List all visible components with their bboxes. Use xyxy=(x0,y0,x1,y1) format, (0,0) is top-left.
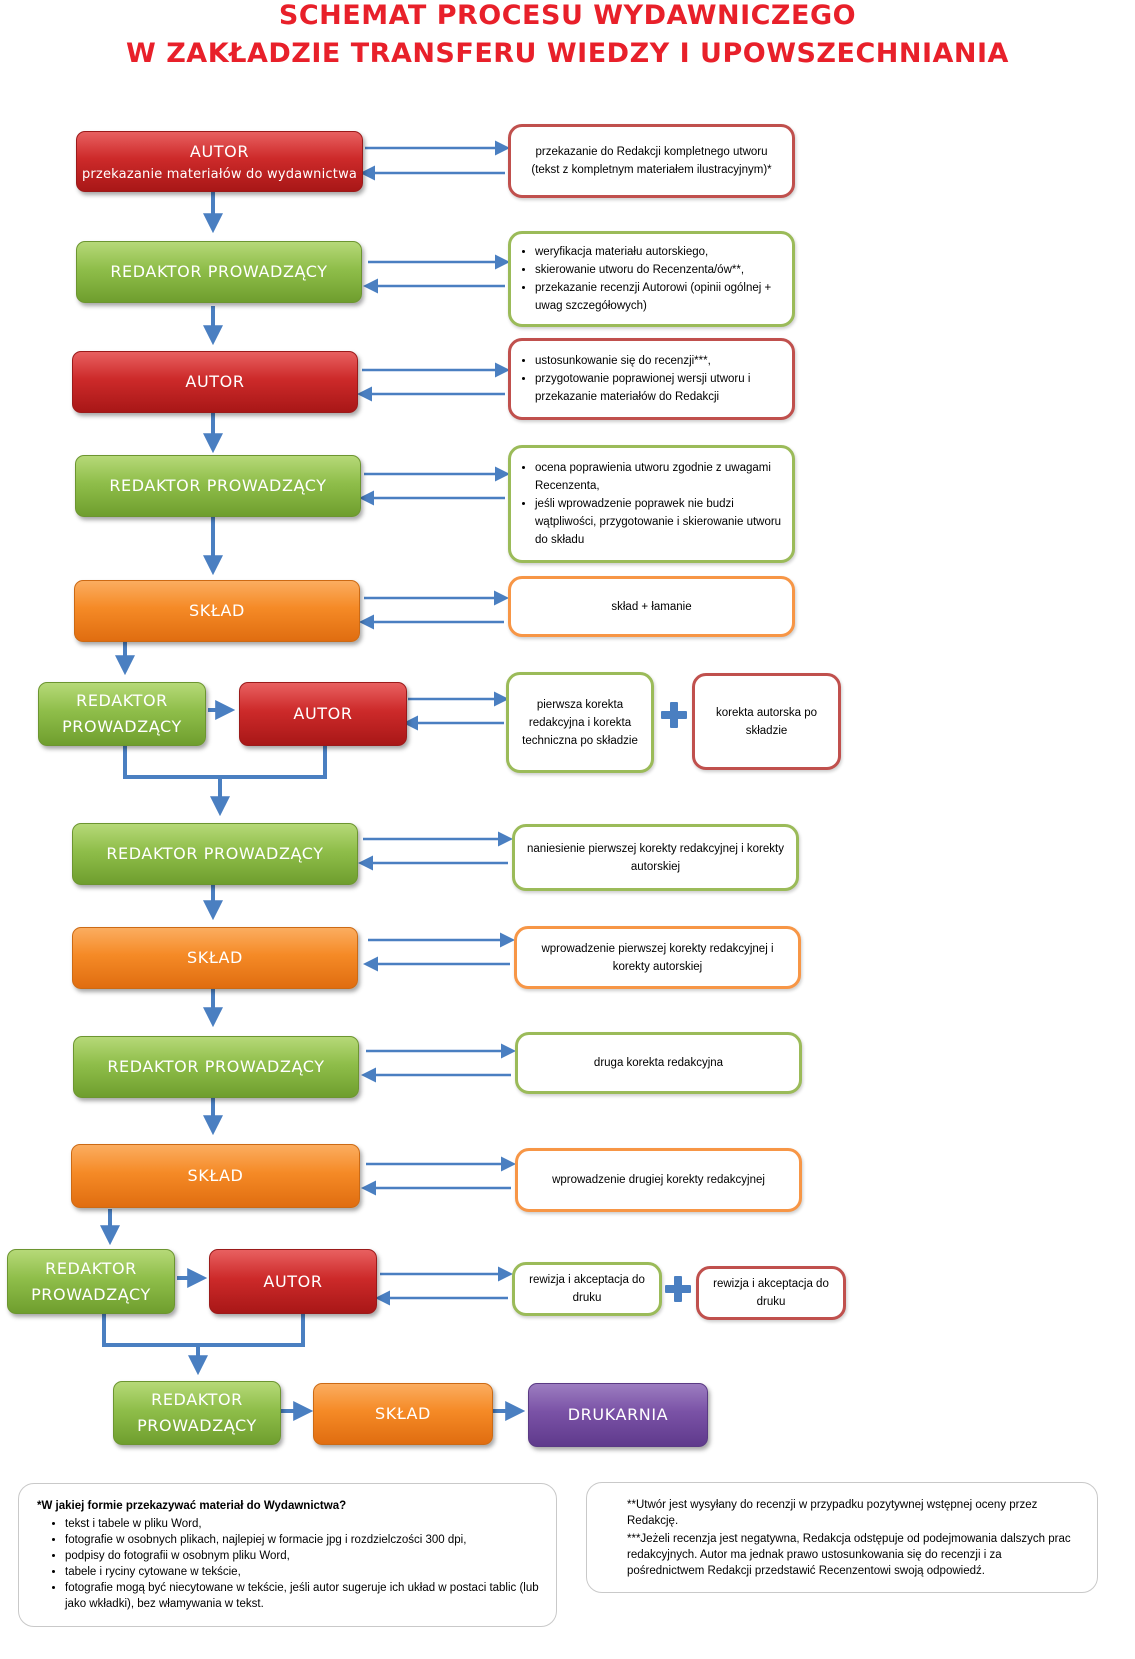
desc-box-8: wprowadzenie pierwszej korekty redakcyjn… xyxy=(514,926,801,989)
desc-box-1: przekazanie do Redakcji kompletnego utwo… xyxy=(508,124,795,198)
node-drukarnia: DRUKARNIA xyxy=(528,1383,708,1447)
page-title-line-1: SCHEMAT PROCESU WYDAWNICZEGO xyxy=(278,0,857,31)
node-sklad-4: SKŁAD xyxy=(313,1383,493,1445)
desc-box-4: ocena poprawienia utworu zgodnie z uwaga… xyxy=(508,445,795,563)
desc-box-4-item: ocena poprawienia utworu zgodnie z uwaga… xyxy=(535,459,782,495)
desc-box-6a: pierwsza korekta redakcyjna i korekta te… xyxy=(506,672,654,773)
note-material-format-item: tekst i tabele w pliku Word, xyxy=(65,1516,542,1532)
desc-box-10-text: wprowadzenie drugiej korekty redakcyjnej xyxy=(552,1174,765,1186)
desc-box-6b: korekta autorska po składzie xyxy=(692,673,841,770)
desc-box-10: wprowadzenie drugiej korekty redakcyjnej xyxy=(515,1148,802,1212)
note-material-format-item: fotografie mogą być niecytowane w tekści… xyxy=(65,1580,542,1612)
note-material-format-item: tabele i ryciny cytowane w tekście, xyxy=(65,1564,542,1580)
desc-box-3-item: ustosunkowanie się do recenzji***, xyxy=(535,352,782,370)
desc-box-5: skład + łamanie xyxy=(508,576,795,637)
desc-box-4-item: jeśli wprowadzenie poprawek nie budzi wą… xyxy=(535,495,782,549)
node-autor-1: AUTOR przekazanie materiałów do wydawnic… xyxy=(76,131,363,192)
desc-box-11b-text: rewizja i akceptacja do druku xyxy=(713,1278,829,1308)
desc-box-11a-text: rewizja i akceptacja do druku xyxy=(529,1274,645,1304)
desc-box-3: ustosunkowanie się do recenzji***, przyg… xyxy=(508,338,795,420)
node-redaktor-3: REDAKTOR PROWADZĄCY xyxy=(38,682,206,746)
node-autor-2: AUTOR xyxy=(72,351,358,413)
desc-box-7-text: naniesienie pierwszej korekty redakcyjne… xyxy=(527,842,784,873)
desc-box-11b: rewizja i akceptacja do druku xyxy=(696,1266,846,1320)
desc-box-6b-text: korekta autorska po składzie xyxy=(715,706,817,737)
node-sklad-2: SKŁAD xyxy=(72,927,358,989)
node-autor-3: AUTOR xyxy=(239,682,407,746)
node-redaktor-6: REDAKTOR PROWADZĄCY xyxy=(7,1249,175,1314)
note-material-format: *W jakiej formie przekazywać materiał do… xyxy=(18,1483,557,1627)
node-redaktor-4: REDAKTOR PROWADZĄCY xyxy=(72,823,358,885)
desc-box-2-item: weryfikacja materiału autorskiego, xyxy=(535,243,782,261)
node-redaktor-5: REDAKTOR PROWADZĄCY xyxy=(73,1036,359,1098)
node-sklad-3: SKŁAD xyxy=(71,1144,360,1208)
node-autor-4: AUTOR xyxy=(209,1249,377,1314)
node-sklad-1: SKŁAD xyxy=(74,580,360,642)
note-material-format-item: fotografie w osobnych plikach, najlepiej… xyxy=(65,1532,542,1548)
node-redaktor-1: REDAKTOR PROWADZĄCY xyxy=(76,241,362,303)
desc-box-9-text: druga korekta redakcyjna xyxy=(593,1057,724,1069)
desc-box-2-item: przekazanie recenzji Autorowi (opinii og… xyxy=(535,279,782,315)
node-autor-1-sub: przekazanie materiałów do wydawnictwa xyxy=(81,166,358,182)
page-title-line-2: W ZAKŁADZIE TRANSFERU WIEDZY I UPOWSZECH… xyxy=(126,38,1009,69)
desc-box-9: druga korekta redakcyjna xyxy=(515,1032,802,1094)
node-autor-1-label: AUTOR xyxy=(189,141,250,161)
desc-box-3-item: przygotowanie poprawionej wersji utworu … xyxy=(535,370,782,406)
note-review-footnotes: **Utwór jest wysyłany do recenzji w przy… xyxy=(586,1482,1098,1593)
desc-box-1-text: przekazanie do Redakcji kompletnego utwo… xyxy=(531,146,772,176)
note-material-format-item: podpisy do fotografii w osobnym pliku Wo… xyxy=(65,1548,542,1564)
note-footnote-2: **Utwór jest wysyłany do recenzji w przy… xyxy=(627,1499,1038,1527)
note-material-format-heading: *W jakiej formie przekazywać materiał do… xyxy=(37,1500,347,1512)
node-redaktor-7: REDAKTOR PROWADZĄCY xyxy=(113,1381,281,1445)
plus-icon xyxy=(665,1276,691,1302)
plus-icon xyxy=(661,702,687,728)
desc-box-11a: rewizja i akceptacja do druku xyxy=(512,1262,662,1316)
desc-box-2: weryfikacja materiału autorskiego, skier… xyxy=(508,231,795,327)
note-footnote-3: ***Jeżeli recenzja jest negatywna, Redak… xyxy=(627,1533,1071,1577)
desc-box-8-text: wprowadzenie pierwszej korekty redakcyjn… xyxy=(541,942,774,973)
desc-box-5-text: skład + łamanie xyxy=(611,600,692,613)
node-redaktor-2: REDAKTOR PROWADZĄCY xyxy=(75,455,361,517)
desc-box-6a-text: pierwsza korekta redakcyjna i korekta te… xyxy=(522,698,638,747)
desc-box-2-item: skierowanie utworu do Recenzenta/ów**, xyxy=(535,261,782,279)
desc-box-7: naniesienie pierwszej korekty redakcyjne… xyxy=(512,824,799,891)
